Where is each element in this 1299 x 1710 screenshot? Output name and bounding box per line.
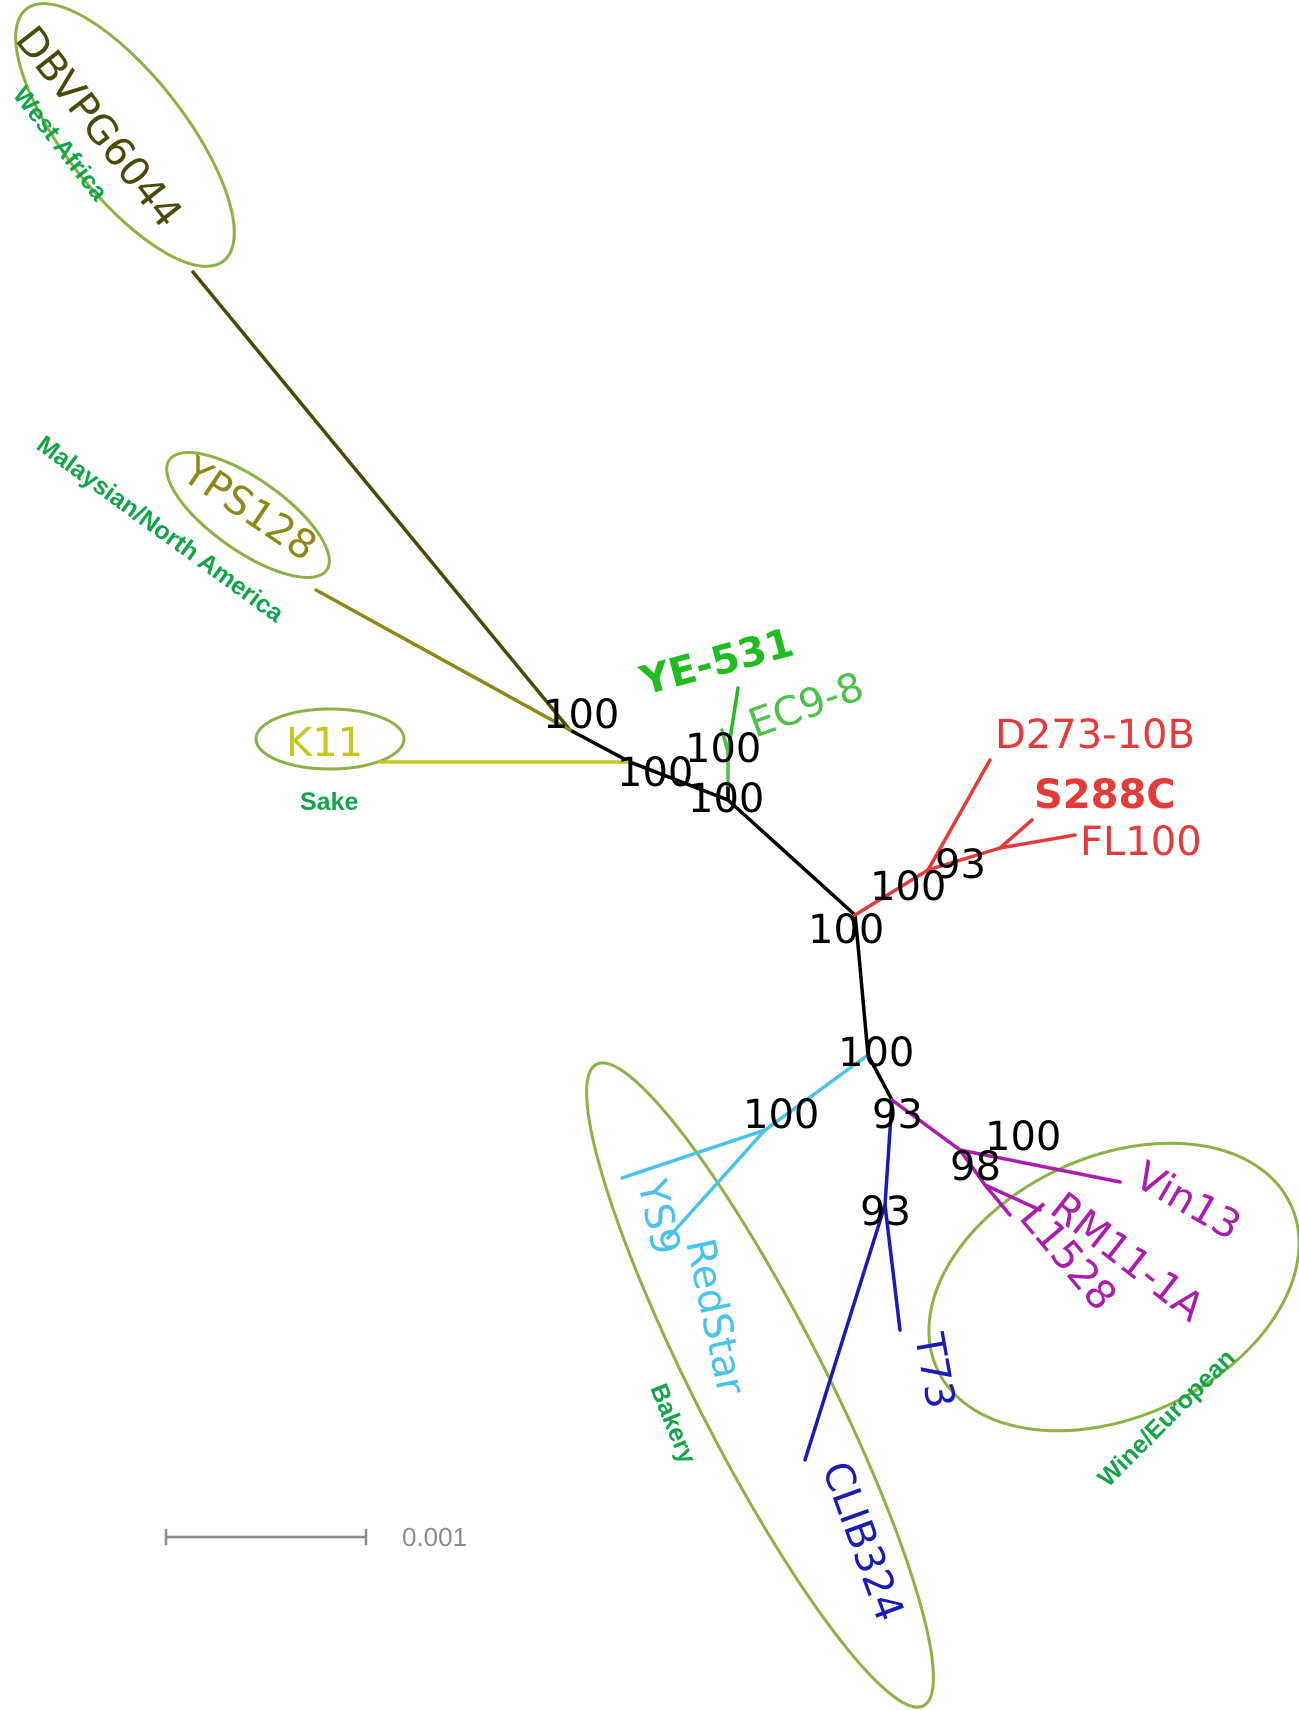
group-label-bakery: Bakery	[644, 1380, 701, 1468]
bootstrap-value: 93	[872, 1092, 923, 1138]
branch-dbvpg6044	[191, 270, 572, 732]
bootstrap-value: 100	[870, 864, 946, 910]
clade-ellipse-yps128	[165, 451, 331, 579]
branch-backbone-lower	[853, 913, 894, 1102]
branch-d273	[926, 758, 992, 872]
bootstrap-value: 100	[543, 692, 619, 738]
branch-ys9	[620, 1128, 767, 1180]
branch-blue-stem	[883, 1098, 894, 1207]
leaf-label-fl100: FL100	[1080, 819, 1202, 865]
bootstrap-value: 100	[685, 726, 761, 772]
branch-t73	[883, 1203, 902, 1332]
branch-redstar	[666, 1128, 767, 1240]
leaf-labels: DBVPG6044 YPS128 K11 YE-531 EC9-8 D273-1…	[6, 18, 1248, 1627]
bootstrap-value: 100	[985, 1114, 1061, 1160]
leaf-label-s288c: S288C	[1034, 772, 1176, 818]
leaf-label-ec98: EC9-8	[743, 664, 870, 748]
branch-bakery-stem	[763, 1053, 870, 1132]
group-label-sake: Sake	[300, 788, 358, 816]
branch-ye531	[726, 686, 740, 754]
branch-purple-stem	[890, 1098, 962, 1152]
bootstrap-value: 100	[743, 1092, 819, 1138]
bootstrap-value: 100	[838, 1030, 914, 1076]
branch-fl100	[998, 833, 1077, 850]
branch-vin13	[958, 1148, 1122, 1184]
leaf-label-clib324: CLIB324	[813, 1456, 913, 1628]
clade-ellipse-dbvpg6044	[14, 2, 236, 268]
bootstrap-value: 100	[808, 907, 884, 953]
leaf-label-k11: K11	[286, 720, 363, 766]
branch-red-sub	[926, 846, 1002, 872]
leaf-label-redstar: RedStar	[676, 1235, 754, 1400]
branch-l1528	[983, 1183, 1012, 1217]
branch-clib324	[803, 1203, 887, 1462]
clade-ellipse-k11	[254, 707, 406, 771]
leaf-label-vin13: Vin13	[1127, 1153, 1249, 1250]
leaf-label-d273: D273-10B	[995, 712, 1195, 758]
bootstrap-value: 100	[617, 750, 693, 796]
bootstrap-value: 100	[688, 776, 764, 822]
branch-yps128	[314, 588, 572, 732]
group-label-wine: Wine/European	[1092, 1344, 1240, 1492]
branch-red-stem	[853, 868, 930, 917]
branch-purple-sub	[958, 1148, 987, 1187]
scale-bar-label: 0.001	[402, 1522, 467, 1552]
bootstrap-value: 98	[950, 1144, 1001, 1190]
branch-s288c	[998, 818, 1034, 850]
clade-ellipse-bakery	[585, 1061, 935, 1709]
bootstrap-values: 100 100 100 100 100 100 93 100 100 93 10…	[543, 692, 1061, 1235]
branch-rm111a	[983, 1183, 1042, 1212]
bootstrap-value: 93	[935, 842, 986, 888]
branch-ec98	[720, 728, 730, 754]
branches	[191, 270, 1122, 1462]
scale-bar: 0.001	[164, 1522, 467, 1552]
leaf-label-t73: T73	[905, 1329, 964, 1412]
branch-backbone-upper	[568, 728, 857, 917]
bootstrap-value: 93	[860, 1189, 911, 1235]
